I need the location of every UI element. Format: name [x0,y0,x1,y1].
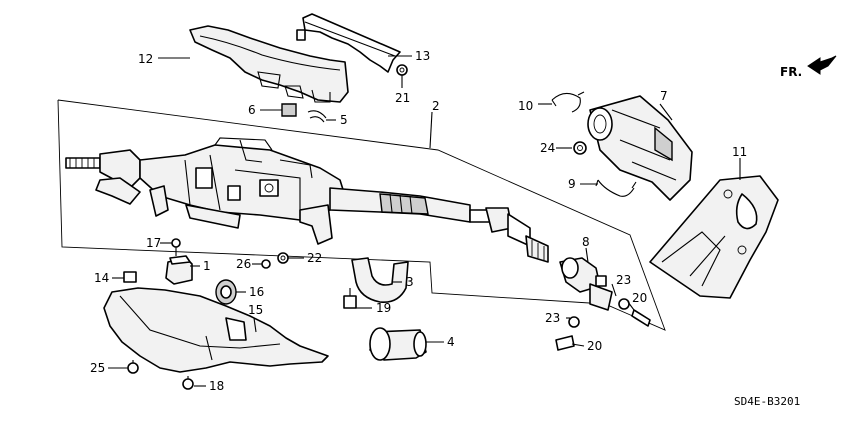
bolt-24 [573,141,587,155]
bolt-19 [343,288,357,309]
callout-7: 7 [660,89,668,103]
callout-23-lower: 23 [545,311,560,325]
callout-9: 9 [568,177,576,191]
nut-26 [261,259,271,269]
callout-26: 26 [236,257,251,271]
switch-1 [165,255,193,285]
sleeve-4 [369,327,427,361]
callout-25: 25 [90,361,105,375]
callout-24: 24 [540,141,555,155]
upper-column-cover [189,25,349,103]
callout-22: 22 [307,251,322,265]
drawing-code: SD4E-B3201 [734,395,800,408]
callout-10: 10 [518,99,533,113]
clamp-ring-10 [551,91,585,113]
callout-1: 1 [203,259,211,273]
callout-21: 21 [395,91,410,105]
bolt-20-lower [555,335,575,351]
callout-3: 3 [406,275,414,289]
callout-20-upper: 20 [632,291,647,305]
ring-16 [215,279,237,305]
callout-13: 13 [415,49,430,63]
nut-23-lower [568,316,580,328]
callout-18: 18 [209,379,224,393]
front-marker: FR. [780,65,802,79]
nut-23-upper [618,298,630,310]
callout-14: 14 [94,271,109,285]
callout-17: 17 [146,236,161,250]
callout-6: 6 [248,103,256,117]
pad-14 [123,271,137,283]
screw-25 [127,360,139,374]
clip-5 [307,110,327,123]
callout-15: 15 [248,303,263,317]
callout-23-upper: 23 [616,273,631,287]
nut-21 [396,64,408,76]
callout-12: 12 [138,52,153,66]
column-plate [649,175,779,299]
callout-20-lower: 20 [587,339,602,353]
nut-22 [277,252,289,264]
callout-labels: 12 13 21 6 5 2 10 7 24 9 11 17 1 26 22 1… [90,49,747,393]
cover-bracket [296,13,401,73]
lower-column-cover [103,287,329,373]
leader-lines [108,55,741,387]
steering-column [65,137,549,263]
callout-8: 8 [582,235,590,249]
callout-19: 19 [376,301,391,315]
pad-6 [281,103,297,117]
callout-4: 4 [447,335,455,349]
callout-2: 2 [432,99,440,113]
callout-16: 16 [249,285,264,299]
bracket-3 [351,257,409,304]
column-boot [587,95,693,201]
bolt-20-upper [631,309,651,327]
clamp-ring-9 [595,179,637,197]
universal-joint [559,257,613,311]
callout-11: 11 [732,145,747,159]
screw-18 [182,376,194,390]
screw-17 [171,238,181,256]
callout-5: 5 [340,113,348,127]
front-arrow-icon [807,55,837,75]
